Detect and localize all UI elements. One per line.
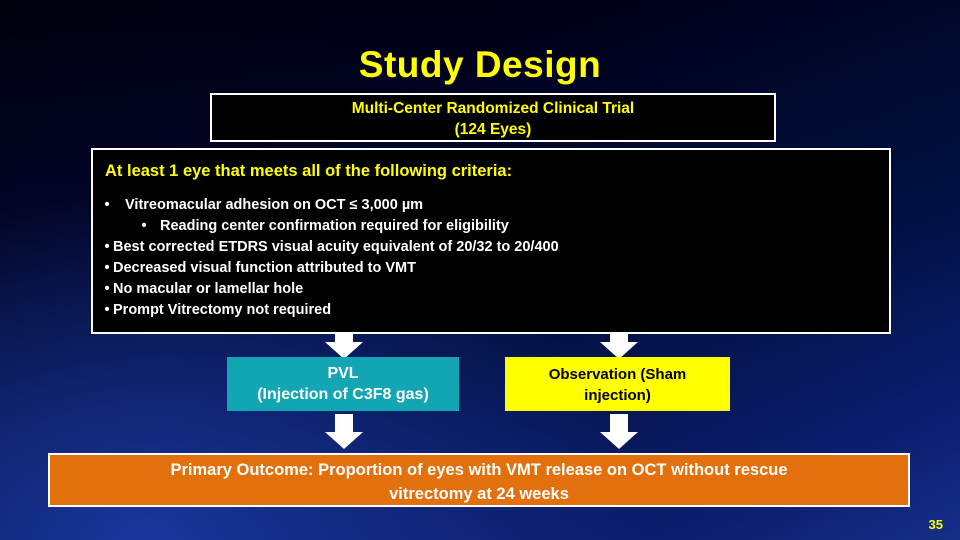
trial-header-line2: (124 Eyes): [454, 121, 532, 138]
bullet-icon: •: [104, 281, 110, 297]
treatment-arm-line1: PVL: [327, 365, 359, 382]
page-title: Study Design: [358, 44, 602, 85]
bullet-icon: •: [104, 302, 110, 318]
list-item-label: No macular or lamellar hole: [113, 281, 304, 297]
primary-outcome-line2: vitrectomy at 24 weeks: [389, 485, 569, 503]
trial-header-box: Multi-Center Randomized Clinical Trial (…: [210, 93, 776, 142]
primary-outcome-box: Primary Outcome: Proportion of eyes with…: [48, 453, 910, 507]
criteria-list: • Vitreomacular adhesion on OCT ≤ 3,000 …: [93, 195, 889, 321]
list-item: • No macular or lamellar hole: [93, 279, 889, 300]
control-arm-line1: Observation (Sham: [548, 366, 687, 383]
list-item-label: Reading center confirmation required for…: [160, 218, 509, 234]
list-item: • Vitreomacular adhesion on OCT ≤ 3,000 …: [93, 195, 889, 216]
list-item: • Best corrected ETDRS visual acuity equ…: [93, 237, 889, 258]
list-item: • Decreased visual function attributed t…: [93, 258, 889, 279]
list-item-label: Prompt Vitrectomy not required: [113, 302, 332, 318]
list-item-label: Vitreomacular adhesion on OCT ≤ 3,000 µm: [125, 197, 424, 213]
control-arm-box: Observation (Sham injection): [505, 357, 730, 411]
bullet-icon: •: [104, 260, 110, 276]
criteria-heading: At least 1 eye that meets all of the fol…: [105, 162, 513, 180]
list-item-label: Decreased visual function attributed to …: [113, 260, 416, 276]
list-item: • Reading center confirmation required f…: [93, 216, 889, 237]
inclusion-criteria-box: At least 1 eye that meets all of the fol…: [91, 148, 891, 334]
page-number: 35: [928, 517, 943, 532]
trial-header-line1: Multi-Center Randomized Clinical Trial: [351, 100, 635, 117]
bullet-icon: •: [104, 197, 110, 213]
primary-outcome-line1: Primary Outcome: Proportion of eyes with…: [170, 461, 788, 479]
bullet-icon: •: [104, 239, 110, 255]
list-item: • Prompt Vitrectomy not required: [93, 300, 889, 321]
list-item-label: Best corrected ETDRS visual acuity equiv…: [113, 239, 559, 255]
control-arm-line2: injection): [584, 387, 651, 404]
treatment-arm-box: PVL (Injection of C3F8 gas): [227, 357, 459, 411]
bullet-icon: •: [141, 218, 147, 234]
treatment-arm-line2: (Injection of C3F8 gas): [257, 386, 429, 403]
